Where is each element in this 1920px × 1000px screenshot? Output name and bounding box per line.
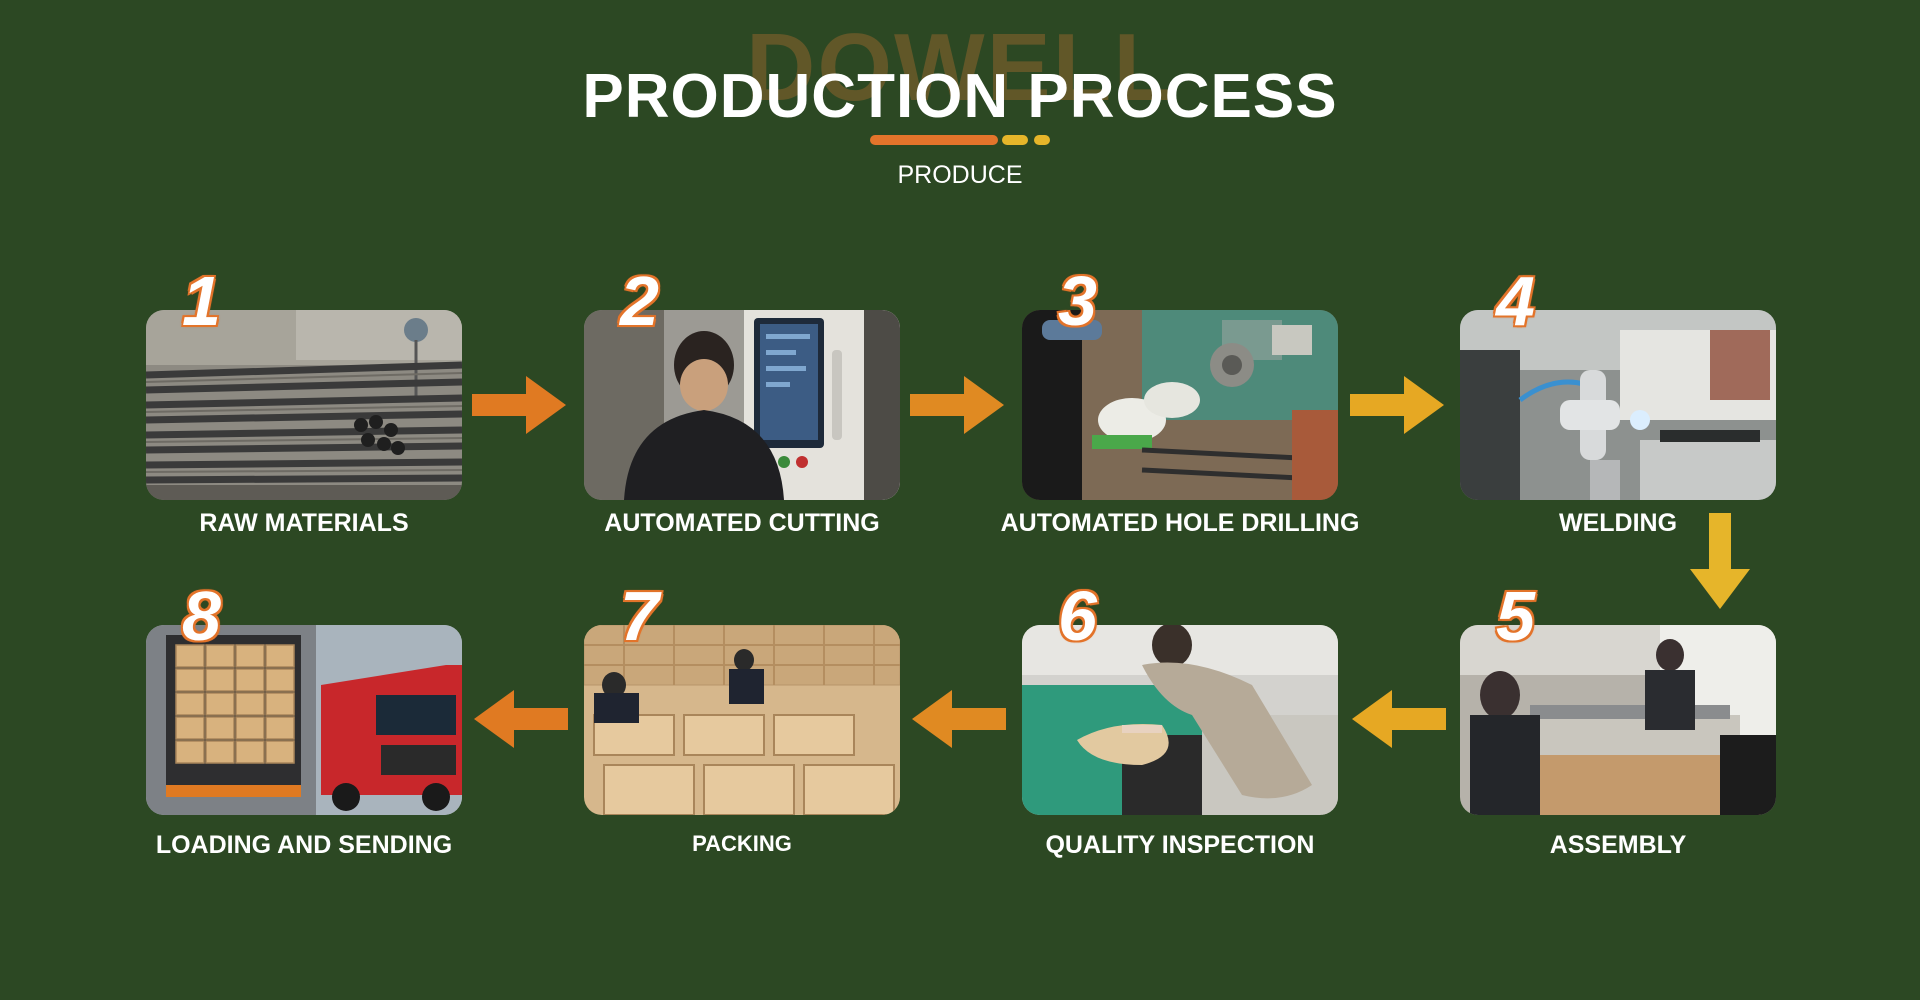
step-number: 6 [1057,577,1099,655]
brand-watermark: DOWELL [746,14,1174,121]
page-title: PRODUCTION PROCESS [582,62,1338,131]
step-card-7: 7 [584,580,900,815]
assembly-line-photo [1460,625,1776,815]
step-card-8: 8 [146,580,462,815]
step-card-1: 1 [146,265,462,500]
drilling-machine-photo [1022,310,1338,500]
inspection-photo [1022,625,1338,815]
step-card-6: 6 [1022,580,1338,815]
arrow-right-icon [1350,376,1444,434]
step-label-6: QUALITY INSPECTION [1045,831,1315,859]
steel-pipes-photo [146,310,462,500]
step-number: 8 [181,577,223,655]
step-label-5: ASSEMBLY [1549,831,1687,859]
step-label-1: RAW MATERIALS [199,509,409,537]
truck-loading-photo [146,625,462,815]
title-underline-orange [870,135,998,145]
arrow-down-icon [1690,513,1750,609]
step-number: 2 [619,262,661,340]
step-number: 5 [1495,577,1537,655]
step-card-2: 2 [584,265,900,500]
arrow-left-icon [474,690,568,748]
arrow-left-icon [912,690,1006,748]
title-underline-yellow-2 [1034,135,1050,145]
cnc-operator-photo [584,310,900,500]
step-card-5: 5 [1460,580,1776,815]
robot-welding-photo [1460,310,1776,500]
step-card-4: 4 [1460,265,1776,500]
step-label-7: PACKING [692,831,792,856]
arrow-right-icon [472,376,566,434]
step-number: 7 [619,577,661,655]
arrow-right-icon [910,376,1004,434]
step-card-3: 3 [1022,265,1338,500]
step-label-3: AUTOMATED HOLE DRILLING [1000,509,1360,537]
step-label-4: WELDING [1558,509,1678,537]
page-subtitle: PRODUCE [897,161,1023,189]
step-number: 3 [1057,262,1099,340]
title-underline-yellow-1 [1002,135,1028,145]
step-label-2: AUTOMATED CUTTING [604,509,880,537]
packing-boxes-photo [584,625,900,815]
step-number: 4 [1495,262,1537,340]
step-number: 1 [181,262,223,340]
step-label-8: LOADING AND SENDING [155,831,453,859]
arrow-left-icon [1352,690,1446,748]
